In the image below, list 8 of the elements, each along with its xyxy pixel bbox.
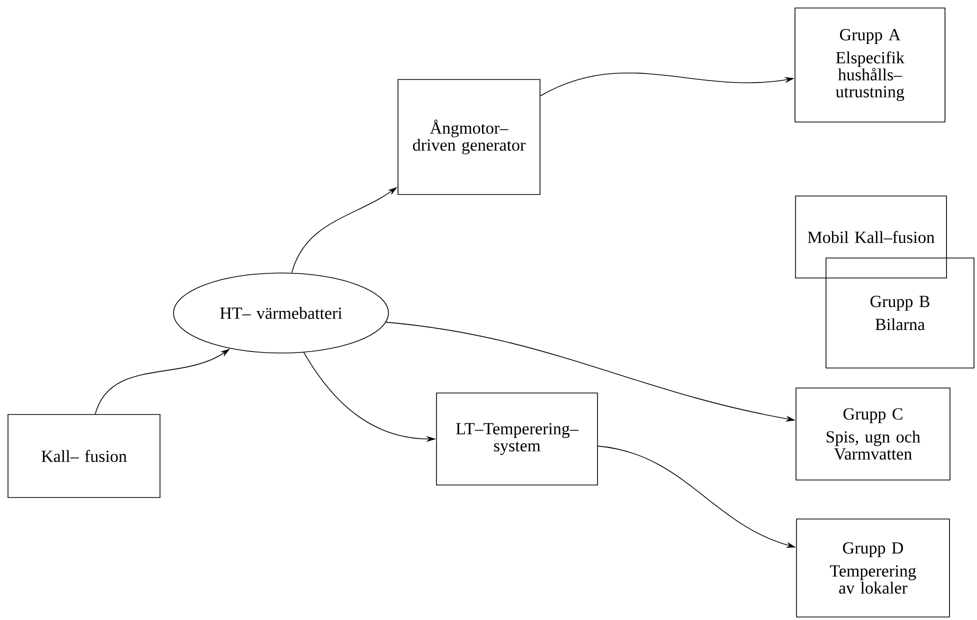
group-box: Grupp B Bilarna <box>826 258 974 368</box>
process-box: Kall– fusion <box>8 414 160 498</box>
group-box: Grupp A Elspecifik hushålls– utrustning <box>794 8 946 122</box>
group-box: Mobil Kall–fusion <box>795 196 947 278</box>
group-box: Grupp C Spis, ugn och Varmvatten <box>796 388 950 480</box>
process-box: LT–Temperering– system <box>436 392 598 486</box>
group-box: Grupp D Temperering av lokaler <box>796 518 950 618</box>
process-box: Ångmotor– driven generator <box>398 79 540 195</box>
